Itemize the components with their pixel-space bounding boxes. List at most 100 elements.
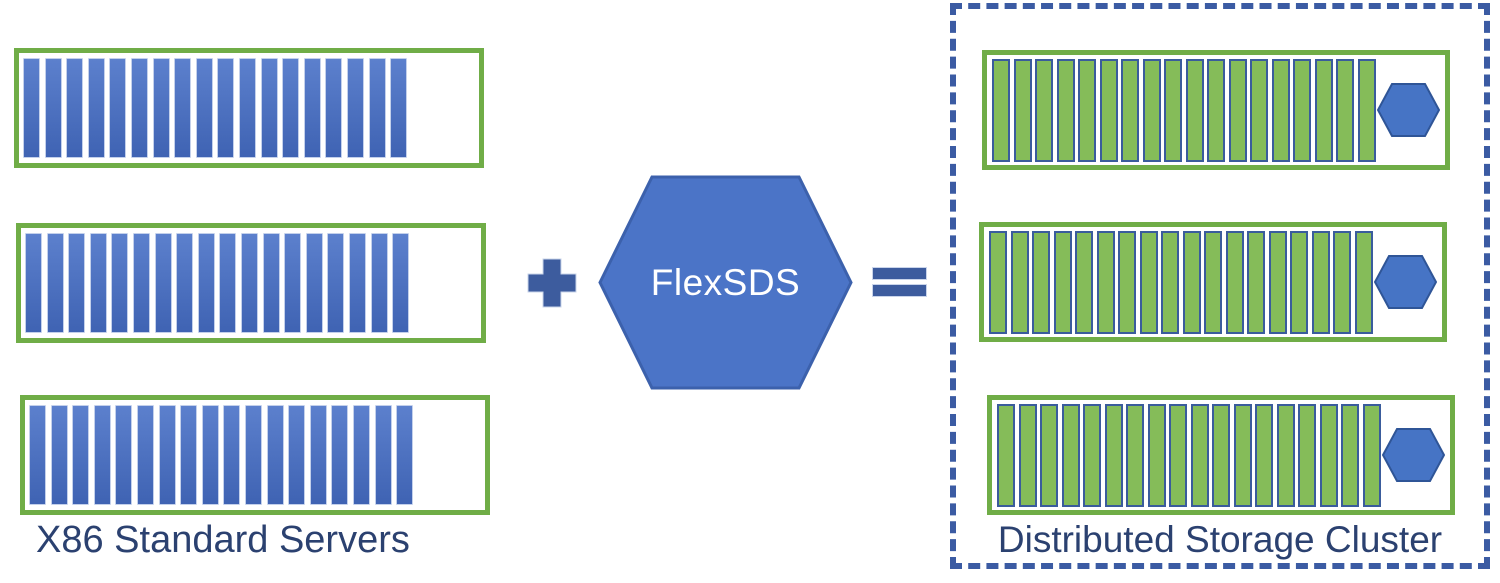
storage-disk-bar bbox=[1314, 58, 1333, 162]
server-disk-bar bbox=[262, 233, 280, 333]
storage-disk-bar bbox=[1225, 230, 1244, 334]
storage-disk-bar bbox=[1161, 230, 1179, 334]
server-disk-bar bbox=[288, 405, 306, 505]
server-disk-bar bbox=[44, 58, 62, 158]
storage-disk-bar bbox=[1212, 403, 1230, 507]
server-disk-bar bbox=[266, 405, 284, 505]
storage-disk-bar bbox=[1357, 58, 1376, 162]
storage-disk-bar bbox=[1147, 403, 1166, 507]
storage-disk-bar bbox=[1018, 403, 1037, 507]
server-bars-container bbox=[23, 58, 408, 158]
server-disk-bar bbox=[152, 58, 170, 158]
storage-disk-bar bbox=[1104, 403, 1123, 507]
storage-disk-bar bbox=[1268, 230, 1287, 334]
storage-disk-bar bbox=[1276, 403, 1295, 507]
storage-disk-bar bbox=[1164, 58, 1182, 162]
storage-disk-bar bbox=[1096, 230, 1115, 334]
server-disk-bar bbox=[244, 405, 262, 505]
storage-disk-bar bbox=[1290, 230, 1308, 334]
storage-disk-bar bbox=[1362, 403, 1381, 507]
server-disk-bar bbox=[325, 58, 343, 158]
storage-node-hexagon-icon bbox=[1374, 255, 1437, 309]
flexsds-label: FlexSDS bbox=[650, 261, 801, 303]
storage-disk-bar bbox=[1311, 230, 1330, 334]
server-bars-container bbox=[25, 233, 410, 333]
server-disk-bar bbox=[29, 405, 46, 505]
storage-disk-bar bbox=[1061, 403, 1080, 507]
server-disk-bar bbox=[87, 58, 105, 158]
server-box-1 bbox=[14, 48, 484, 168]
server-disk-bar bbox=[176, 233, 194, 333]
server-disk-bar bbox=[390, 58, 408, 158]
storage-disk-bar bbox=[1053, 230, 1072, 334]
storage-bars-container bbox=[989, 230, 1373, 334]
server-disk-bar bbox=[238, 58, 256, 158]
storage-disk-bar bbox=[1032, 230, 1050, 334]
server-disk-bar bbox=[240, 233, 258, 333]
server-disk-bar bbox=[72, 405, 90, 505]
server-disk-bar bbox=[66, 58, 84, 158]
server-disk-bar bbox=[352, 405, 370, 505]
storage-disk-bar bbox=[1139, 230, 1158, 334]
server-disk-bar bbox=[130, 58, 148, 158]
storage-disk-bar bbox=[1333, 230, 1351, 334]
plus-icon-svg bbox=[527, 258, 577, 308]
server-disk-bar bbox=[115, 405, 133, 505]
server-disk-bar bbox=[68, 233, 86, 333]
server-disk-bar bbox=[23, 58, 40, 158]
server-disk-bar bbox=[260, 58, 278, 158]
storage-disk-bar bbox=[1250, 58, 1268, 162]
storage-disk-bar bbox=[1207, 58, 1225, 162]
server-disk-bar bbox=[50, 405, 68, 505]
storage-disk-bar bbox=[1298, 403, 1316, 507]
storage-disk-bar bbox=[997, 403, 1015, 507]
servers-label: X86 Standard Servers bbox=[36, 519, 410, 561]
server-disk-bar bbox=[374, 405, 392, 505]
server-disk-bar bbox=[111, 233, 129, 333]
server-disk-bar bbox=[136, 405, 154, 505]
storage-disk-bar bbox=[1142, 58, 1161, 162]
storage-node-hexagon-icon bbox=[1377, 83, 1440, 137]
server-disk-bar bbox=[89, 233, 107, 333]
storage-disk-bar bbox=[1035, 58, 1053, 162]
server-disk-bar bbox=[154, 233, 172, 333]
server-disk-bar bbox=[46, 233, 64, 333]
storage-disk-bar bbox=[1190, 403, 1209, 507]
server-disk-bar bbox=[284, 233, 302, 333]
storage-disk-bar bbox=[1354, 230, 1373, 334]
storage-disk-bar bbox=[1341, 403, 1359, 507]
storage-disk-bar bbox=[1083, 403, 1101, 507]
server-disk-bar bbox=[392, 233, 410, 333]
storage-disk-bar bbox=[1126, 403, 1144, 507]
equals-icon bbox=[872, 267, 927, 297]
storage-bars-container bbox=[997, 403, 1381, 507]
storage-node-hexagon-icon bbox=[1382, 428, 1445, 482]
server-disk-bar bbox=[327, 233, 345, 333]
server-disk-bar bbox=[331, 405, 349, 505]
storage-disk-bar bbox=[1169, 403, 1187, 507]
storage-box-1 bbox=[982, 50, 1450, 170]
storage-disk-bar bbox=[1336, 58, 1354, 162]
server-disk-bar bbox=[219, 233, 237, 333]
server-disk-bar bbox=[305, 233, 323, 333]
storage-disk-bar bbox=[1228, 58, 1247, 162]
storage-disk-bar bbox=[1182, 230, 1201, 334]
flexsds-hexagon-svg bbox=[598, 175, 853, 390]
server-disk-bar bbox=[25, 233, 42, 333]
cluster-dashed-container bbox=[950, 3, 1490, 569]
server-disk-bar bbox=[303, 58, 321, 158]
server-disk-bar bbox=[132, 233, 150, 333]
server-bars-container bbox=[29, 405, 414, 505]
server-disk-bar bbox=[93, 405, 111, 505]
server-disk-bar bbox=[370, 233, 388, 333]
storage-disk-bar bbox=[1099, 58, 1118, 162]
storage-disk-bar bbox=[1247, 230, 1265, 334]
server-disk-bar bbox=[197, 233, 215, 333]
storage-disk-bar bbox=[1293, 58, 1311, 162]
server-disk-bar bbox=[396, 405, 414, 505]
storage-disk-bar bbox=[1204, 230, 1222, 334]
storage-disk-bar bbox=[1121, 58, 1139, 162]
equals-bottom-bar bbox=[872, 284, 927, 297]
storage-disk-bar bbox=[1078, 58, 1096, 162]
